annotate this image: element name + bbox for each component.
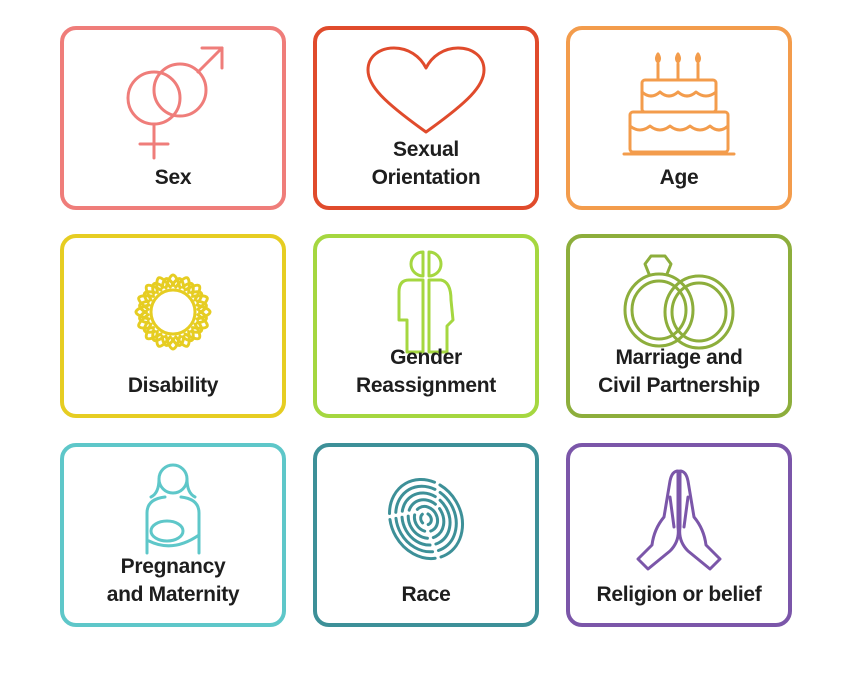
card-label: Sex [154,166,192,189]
card-race: Race [313,443,539,627]
fingerprint-icon [388,477,464,561]
praying-hands-icon [636,469,722,571]
card-label: Age [659,166,699,189]
card-disability: Disability [60,234,286,418]
card-label: Disability [127,374,219,397]
card-label: Race [401,583,451,606]
card-label: Religion or belief [596,583,762,606]
heart-icon [366,46,486,134]
card-age: Age [566,26,792,210]
card-religion-or-belief: Religion or belief [566,443,792,627]
gender-symbols-icon [126,46,224,160]
split-person-icon [397,250,455,354]
card-sex: Sex [60,26,286,210]
sunflower-icon [134,273,212,351]
birthday-cake-icon [622,52,736,156]
mother-baby-icon [145,463,201,555]
wedding-rings-icon [623,254,735,350]
